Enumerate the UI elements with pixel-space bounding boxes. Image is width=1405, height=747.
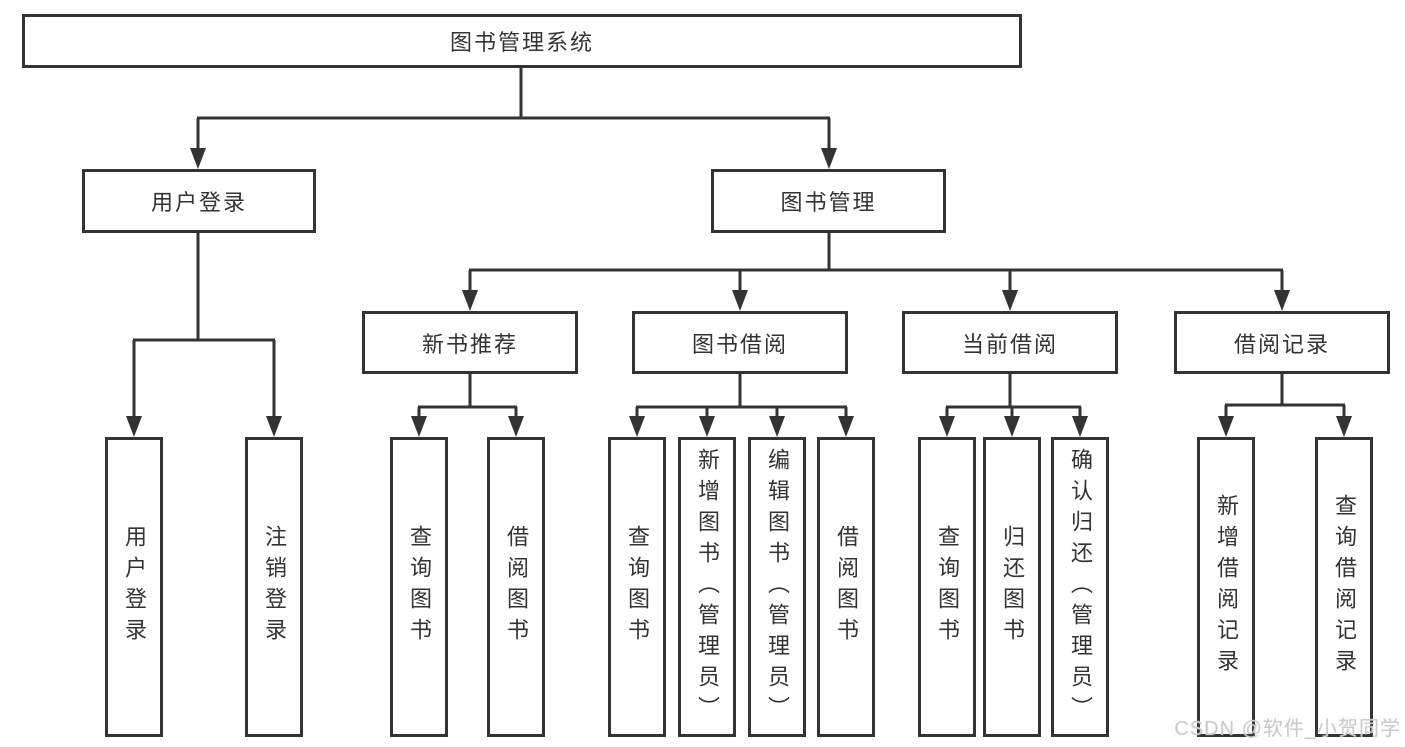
node-root: 图书管理系统 bbox=[22, 14, 1022, 68]
leaf-records-add-record: 新增借阅记录 bbox=[1197, 437, 1255, 737]
leaf-current-query-books-label: 查询图书 bbox=[935, 525, 960, 649]
leaf-records-add-record-label: 新增借阅记录 bbox=[1214, 494, 1239, 680]
leaf-current-return-books: 归还图书 bbox=[983, 437, 1041, 737]
csdn-watermark: CSDN @软件_小贺同学 bbox=[1174, 718, 1401, 740]
leaf-borrow-query-books-label: 查询图书 bbox=[625, 525, 650, 649]
node-new-book-recommend-label: 新书推荐 bbox=[421, 331, 518, 357]
node-book-management-label: 图书管理 bbox=[780, 190, 877, 215]
node-book-borrowing: 图书借阅 bbox=[632, 311, 848, 374]
leaf-newrec-query-books-label: 查询图书 bbox=[407, 525, 432, 649]
leaf-borrow-add-book-admin-label: 新增图书（管理员） bbox=[695, 447, 720, 727]
leaf-current-return-books-label: 归还图书 bbox=[1000, 525, 1025, 649]
leaf-user-login-label: 用户登录 bbox=[122, 525, 147, 649]
leaf-newrec-borrow-books: 借阅图书 bbox=[487, 437, 545, 737]
leaf-current-query-books: 查询图书 bbox=[918, 437, 976, 737]
node-current-borrowing: 当前借阅 bbox=[902, 311, 1118, 374]
leaf-borrow-edit-book-admin: 编辑图书（管理员） bbox=[748, 437, 806, 737]
node-new-book-recommend: 新书推荐 bbox=[362, 311, 578, 374]
node-root-label: 图书管理系统 bbox=[449, 30, 594, 55]
node-borrowing-records: 借阅记录 bbox=[1174, 311, 1390, 374]
leaf-borrow-add-book-admin: 新增图书（管理员） bbox=[678, 437, 736, 737]
leaf-newrec-query-books: 查询图书 bbox=[390, 437, 448, 737]
leaf-borrow-edit-book-admin-label: 编辑图书（管理员） bbox=[765, 447, 790, 727]
leaf-borrow-query-books: 查询图书 bbox=[608, 437, 666, 737]
node-book-borrowing-label: 图书借阅 bbox=[691, 331, 788, 357]
node-borrowing-records-label: 借阅记录 bbox=[1233, 331, 1330, 357]
leaf-logout: 注销登录 bbox=[245, 437, 303, 737]
node-book-management: 图书管理 bbox=[711, 169, 946, 233]
leaf-records-query-record: 查询借阅记录 bbox=[1315, 437, 1373, 737]
leaf-borrow-borrow-books: 借阅图书 bbox=[817, 437, 875, 737]
leaf-user-login: 用户登录 bbox=[105, 437, 163, 737]
leaf-logout-label: 注销登录 bbox=[262, 525, 287, 649]
leaf-records-query-record-label: 查询借阅记录 bbox=[1332, 494, 1357, 680]
leaf-current-confirm-return-admin-label: 确认归还（管理员） bbox=[1068, 447, 1093, 727]
leaf-current-confirm-return-admin: 确认归还（管理员） bbox=[1051, 437, 1109, 737]
leaf-borrow-borrow-books-label: 借阅图书 bbox=[834, 525, 859, 649]
node-user-login: 用户登录 bbox=[82, 169, 316, 233]
leaf-newrec-borrow-books-label: 借阅图书 bbox=[504, 525, 529, 649]
node-current-borrowing-label: 当前借阅 bbox=[961, 331, 1058, 357]
node-user-login-label: 用户登录 bbox=[150, 190, 247, 215]
